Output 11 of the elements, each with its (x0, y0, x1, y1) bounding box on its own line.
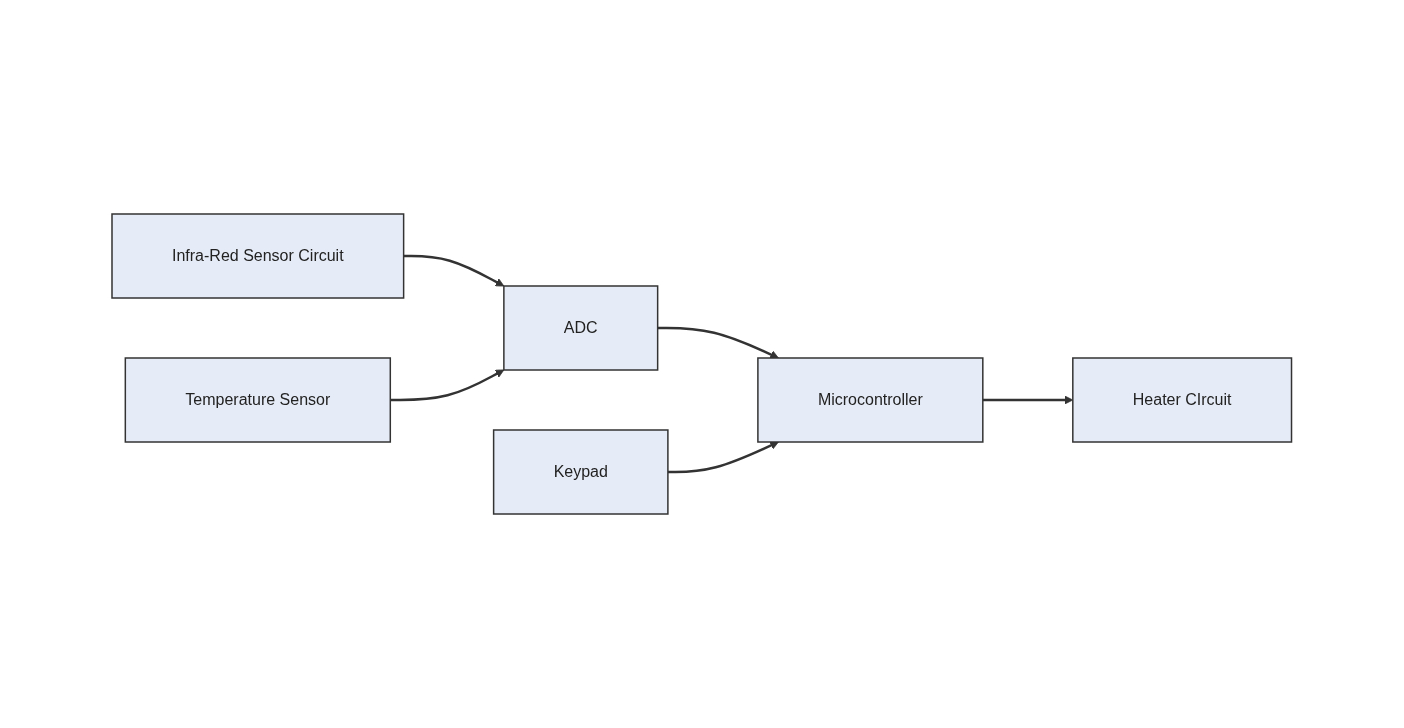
arrow (657, 326, 780, 359)
arrow (668, 441, 780, 474)
node-box: Temperature Sensor (124, 357, 392, 443)
node-box: Microcontroller (757, 357, 984, 443)
node-box: ADC (503, 285, 659, 371)
arrow (403, 254, 505, 287)
node-box: Heater CIrcuit (1072, 357, 1293, 443)
node-box: Infra-Red Sensor Circuit (111, 213, 405, 299)
node-box: Keypad (493, 429, 669, 515)
arrow (983, 395, 1074, 405)
arrow (390, 369, 505, 402)
